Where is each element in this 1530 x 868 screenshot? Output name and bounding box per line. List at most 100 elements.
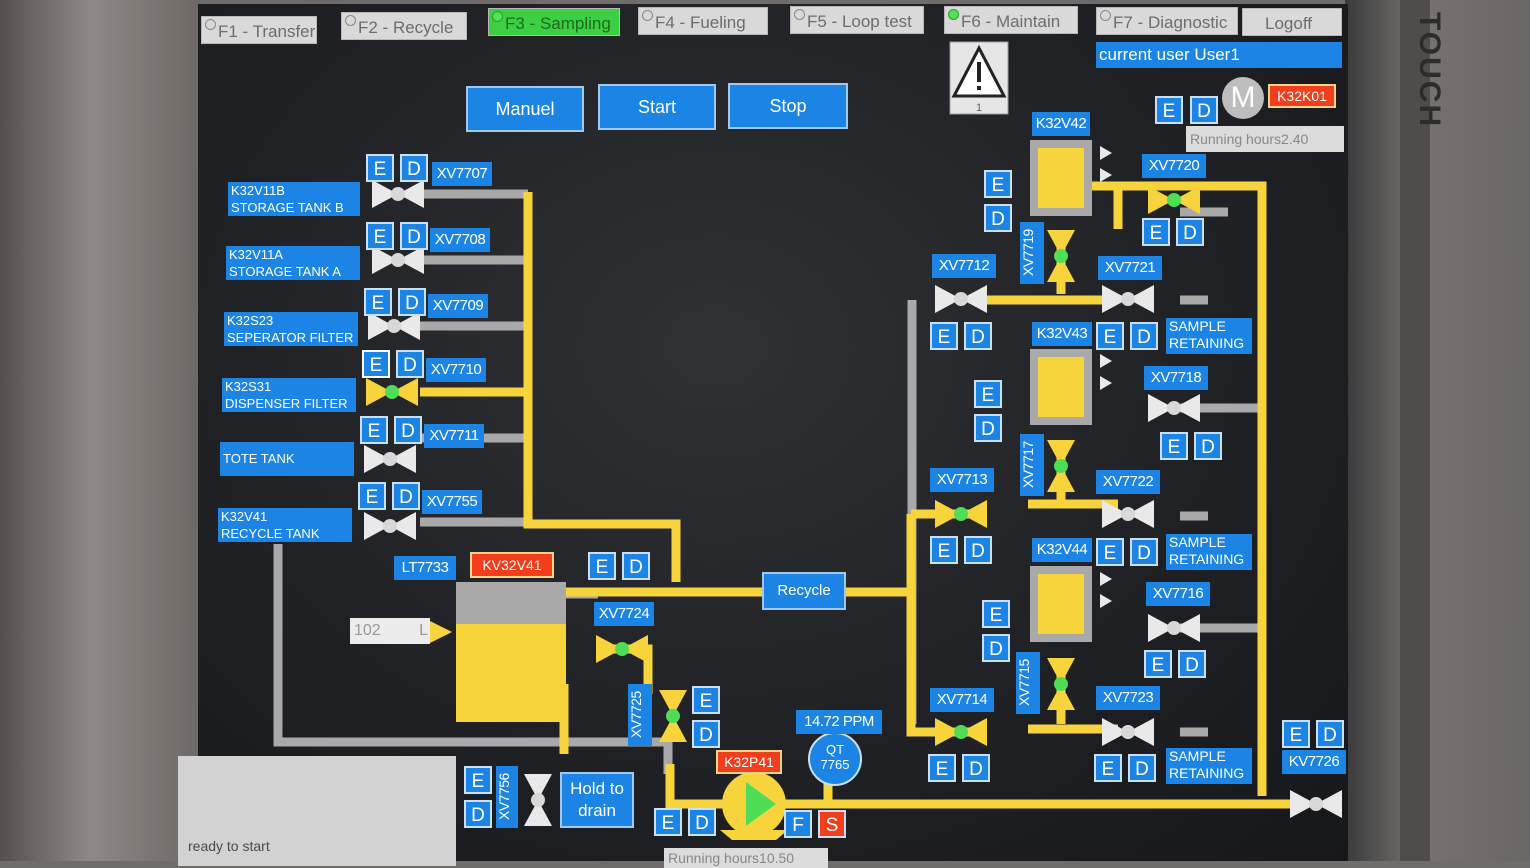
hmi-screen: F1 - Transfer F2 - Recycle F3 - Sampling… bbox=[178, 4, 1348, 868]
stop-button[interactable]: Stop bbox=[728, 83, 848, 129]
valve-enable-button[interactable]: E bbox=[364, 288, 392, 316]
recycle-button[interactable]: Recycle bbox=[762, 572, 846, 610]
valve-tag-xv7755: XV7755 bbox=[422, 490, 482, 514]
valve-disable-button[interactable]: D bbox=[964, 536, 992, 564]
start-button[interactable]: Start bbox=[598, 84, 716, 130]
sampler-disable-button[interactable]: D bbox=[984, 204, 1012, 232]
valve-disable-button[interactable]: D bbox=[1176, 218, 1204, 246]
valve-enable-button[interactable]: E bbox=[1142, 218, 1170, 246]
tab-transfer[interactable]: F1 - Transfer bbox=[201, 16, 317, 44]
manual-button[interactable]: Manuel bbox=[466, 86, 584, 132]
tank-enable-button[interactable]: E bbox=[588, 552, 616, 580]
valve-disable-button[interactable]: D bbox=[394, 416, 422, 444]
quality-value: 14.72 PPM bbox=[796, 710, 882, 734]
valve-enable-button[interactable]: E bbox=[1094, 754, 1122, 782]
valve-enable-button[interactable]: E bbox=[1160, 432, 1188, 460]
valve-tag-xv7756: XV7756 bbox=[496, 766, 518, 828]
valve-tag-xv7716: XV7716 bbox=[1146, 582, 1210, 606]
valve-disable-button[interactable]: D bbox=[1316, 720, 1344, 748]
valve-disable-button[interactable]: D bbox=[964, 322, 992, 350]
valve-disable-button[interactable]: D bbox=[396, 350, 424, 378]
sampler-enable-button[interactable]: E bbox=[1096, 322, 1124, 350]
pump-enable-button[interactable]: E bbox=[654, 808, 682, 836]
sampler-enable-button[interactable]: E bbox=[982, 600, 1010, 628]
source-name: DISPENSER FILTER bbox=[225, 396, 348, 411]
sample-retaining-line: SAMPLE bbox=[1169, 748, 1226, 764]
sampler-enable-button[interactable]: E bbox=[1096, 538, 1124, 566]
sampler-disable-button[interactable]: D bbox=[974, 414, 1002, 442]
valve-enable-button[interactable]: E bbox=[930, 322, 958, 350]
drain-disable-button[interactable]: D bbox=[464, 800, 492, 828]
source-name: RECYCLE TANK bbox=[221, 526, 320, 541]
level-transmitter-tag: LT7733 bbox=[394, 556, 456, 580]
valve-enable-button[interactable]: E bbox=[930, 536, 958, 564]
sampler-disable-button[interactable]: D bbox=[1130, 538, 1158, 566]
valve-enable-button[interactable]: E bbox=[358, 482, 386, 510]
tab-label: F2 - Recycle bbox=[358, 18, 454, 37]
tab-recycle[interactable]: F2 - Recycle bbox=[341, 12, 467, 40]
sampler-disable-button[interactable]: D bbox=[1130, 322, 1158, 350]
valve-tag-xv7719: XV7719 bbox=[1020, 222, 1044, 284]
sampler-tag-k32v44: K32V44 bbox=[1032, 538, 1092, 562]
sampler-enable-button[interactable]: E bbox=[974, 380, 1002, 408]
valve-disable-button[interactable]: D bbox=[1128, 754, 1156, 782]
tab-diagnostic[interactable]: F7 - Diagnostic bbox=[1096, 7, 1238, 35]
tank-disable-button[interactable]: D bbox=[622, 552, 650, 580]
motor-enable-button[interactable]: E bbox=[1155, 96, 1183, 124]
valve-tag-xv7724: XV7724 bbox=[594, 602, 654, 626]
valve-disable-button[interactable]: D bbox=[392, 482, 420, 510]
pump-disable-button[interactable]: D bbox=[688, 808, 716, 836]
valve-disable-button[interactable]: D bbox=[1194, 432, 1222, 460]
valve-enable-button[interactable]: E bbox=[366, 154, 394, 182]
warning-icon[interactable] bbox=[950, 42, 1008, 114]
source-tag: K32S31 bbox=[225, 379, 272, 394]
sampler-enable-button[interactable]: E bbox=[984, 170, 1012, 198]
source-tag: K32S23 bbox=[227, 313, 274, 328]
tab-fueling[interactable]: F4 - Fueling bbox=[638, 7, 768, 35]
valve-tag-xv7713: XV7713 bbox=[930, 468, 994, 492]
tank-level-value: 102 bbox=[354, 622, 381, 639]
tab-label: F5 - Loop test bbox=[807, 12, 912, 31]
sampler-disable-button[interactable]: D bbox=[982, 634, 1010, 662]
motor-icon[interactable]: M bbox=[1230, 81, 1256, 114]
valve-enable-button[interactable]: E bbox=[928, 754, 956, 782]
pump-fault-button[interactable]: F bbox=[784, 810, 812, 838]
valve-enable-button[interactable]: E bbox=[1282, 720, 1310, 748]
valve-disable-button[interactable]: D bbox=[962, 754, 990, 782]
tab-maintain[interactable]: F6 - Maintain bbox=[944, 6, 1078, 34]
valve-enable-button[interactable]: E bbox=[692, 686, 720, 714]
valve-enable-button[interactable]: E bbox=[360, 416, 388, 444]
valve-enable-button[interactable]: E bbox=[1144, 650, 1172, 678]
pump-icon[interactable] bbox=[722, 772, 786, 836]
valve-disable-button[interactable]: D bbox=[400, 222, 428, 250]
source-name: STORAGE TANK A bbox=[229, 264, 341, 279]
tab-loop-test[interactable]: F5 - Loop test bbox=[790, 6, 924, 34]
tab-sampling[interactable]: F3 - Sampling bbox=[488, 8, 620, 36]
drain-enable-button[interactable]: E bbox=[464, 766, 492, 794]
pump-tag: K32P41 bbox=[716, 750, 782, 774]
status-message: ready to start bbox=[178, 756, 456, 866]
pump-stop-button[interactable]: S bbox=[818, 810, 846, 838]
valve-tag-xv7714: XV7714 bbox=[930, 688, 994, 712]
valve-disable-button[interactable]: D bbox=[692, 720, 720, 748]
valve-disable-button[interactable]: D bbox=[1178, 650, 1206, 678]
valve-disable-button[interactable]: D bbox=[398, 288, 426, 316]
logoff-button[interactable]: Logoff bbox=[1242, 8, 1342, 36]
source-tote-tank[interactable]: TOTE TANK bbox=[220, 442, 354, 476]
current-user: current user User1 bbox=[1096, 42, 1342, 68]
valve-enable-button[interactable]: E bbox=[362, 350, 390, 378]
valve-enable-button[interactable]: E bbox=[366, 222, 394, 250]
source-name: TOTE TANK bbox=[223, 451, 295, 466]
motor-disable-button[interactable]: D bbox=[1190, 96, 1218, 124]
valve-disable-button[interactable]: D bbox=[400, 154, 428, 182]
